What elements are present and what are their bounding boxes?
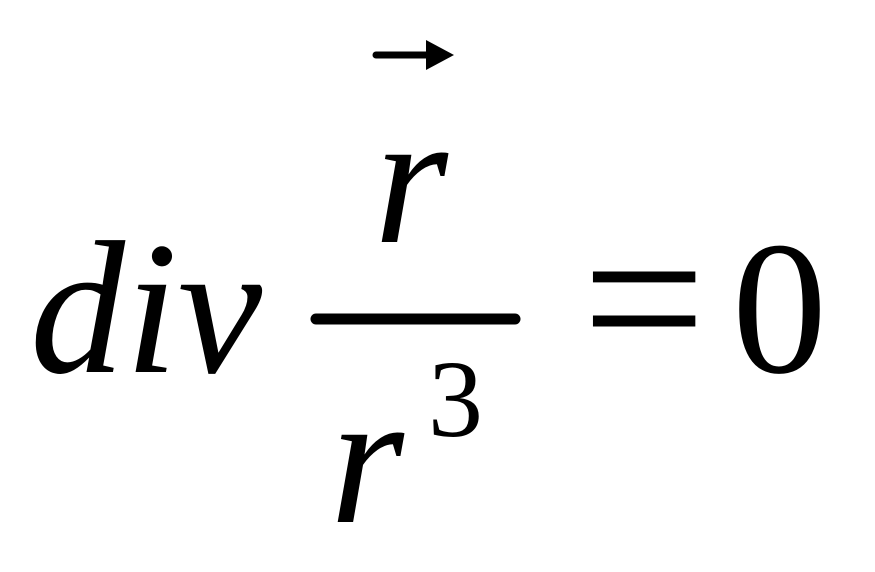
numerator-r: r — [374, 74, 449, 284]
denominator-r: r — [330, 354, 405, 564]
right-arrow-icon — [372, 40, 454, 70]
equals-sign: = — [582, 176, 706, 420]
result-zero: 0 — [732, 204, 827, 414]
div-operator: div — [30, 204, 263, 414]
exponent-3: 3 — [428, 338, 483, 460]
